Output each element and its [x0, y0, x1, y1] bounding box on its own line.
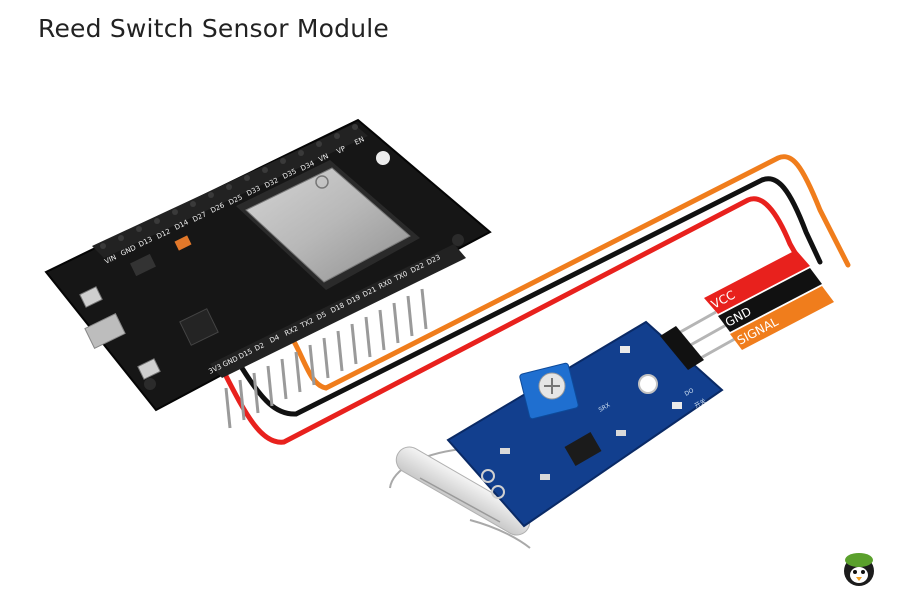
page-title: Reed Switch Sensor Module — [38, 14, 389, 43]
smd-resistor — [500, 448, 510, 454]
voltage-regulator — [130, 253, 156, 277]
micro-usb-port — [84, 312, 126, 350]
pin-label: VP — [335, 145, 347, 156]
led-label-do: DO — [684, 387, 696, 398]
esp32-bottom-header — [210, 244, 466, 378]
pin-label: VN — [317, 152, 330, 164]
pin-label: D4 — [268, 333, 281, 345]
signal-led — [672, 402, 682, 409]
gnd-tag — [718, 268, 822, 332]
pin-label: D5 — [315, 310, 327, 322]
mount-hole — [452, 234, 464, 246]
power-led — [620, 346, 630, 353]
esp32-top-header — [92, 124, 368, 258]
gnd-wire — [239, 176, 823, 417]
reed-glass-tube — [389, 446, 531, 549]
reed-pad — [491, 485, 505, 499]
signal-tag — [730, 286, 834, 350]
espressif-logo-icon — [315, 175, 329, 189]
pin-label: EN — [353, 135, 365, 146]
vcc-tag — [704, 250, 810, 314]
orange-capacitor — [174, 235, 192, 251]
en-button — [137, 358, 161, 380]
esp32-board: VIN GND D13 D12 D14 D27 D26 D25 D33 D32 … — [44, 118, 492, 429]
penguin-mascot-icon — [844, 553, 874, 586]
mount-hole — [376, 151, 390, 165]
esp32-top-header-pins — [100, 124, 358, 249]
pin-label: D2 — [253, 341, 265, 353]
usb-uart-chip — [179, 308, 219, 346]
reed-pad — [481, 469, 495, 483]
smd-resistor — [540, 474, 550, 480]
boot-button — [79, 286, 103, 308]
module-mount-hole — [638, 374, 658, 394]
esp32-metal-shield — [245, 167, 411, 283]
mount-hole — [144, 378, 156, 390]
esp32-bottom-pins — [224, 288, 428, 429]
signal-wire — [289, 154, 851, 391]
module-header — [660, 326, 704, 370]
wire-labels: VCC GND SIGNAL — [704, 250, 834, 350]
reed-switch-module: SRX DO 开关 — [446, 310, 741, 528]
smd-resistor — [616, 430, 626, 436]
comparator-chip — [564, 431, 602, 467]
